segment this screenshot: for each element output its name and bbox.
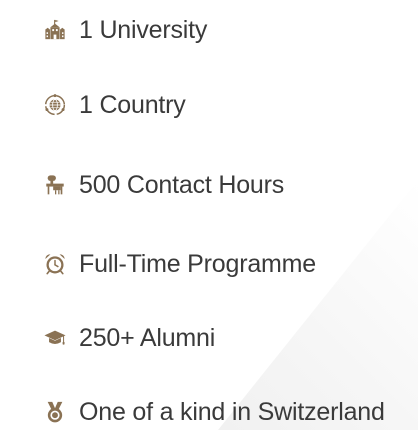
fact-label: Full-Time Programme [79, 249, 316, 278]
school-icon [44, 19, 66, 41]
fact-item-contact-hours: 500 Contact Hours [0, 165, 418, 205]
desk-chair-icon [44, 174, 66, 196]
fact-label: One of a kind in Switzerland [79, 397, 385, 426]
fact-item-alumni: 250+ Alumni [0, 318, 418, 358]
fact-label: 250+ Alumni [79, 323, 216, 352]
globe-icon [44, 94, 66, 116]
fact-label: 1 Country [79, 90, 186, 119]
fact-item-country: 1 Country [0, 85, 418, 125]
fact-item-university: 1 University [0, 10, 418, 50]
fact-item-full-time: Full-Time Programme [0, 244, 418, 284]
medal-icon [44, 401, 66, 423]
fact-label: 1 University [79, 15, 208, 44]
fact-item-unique: One of a kind in Switzerland [0, 392, 418, 432]
graduation-cap-icon [44, 327, 66, 349]
fact-label: 500 Contact Hours [79, 170, 285, 199]
alarm-clock-icon [44, 253, 66, 275]
